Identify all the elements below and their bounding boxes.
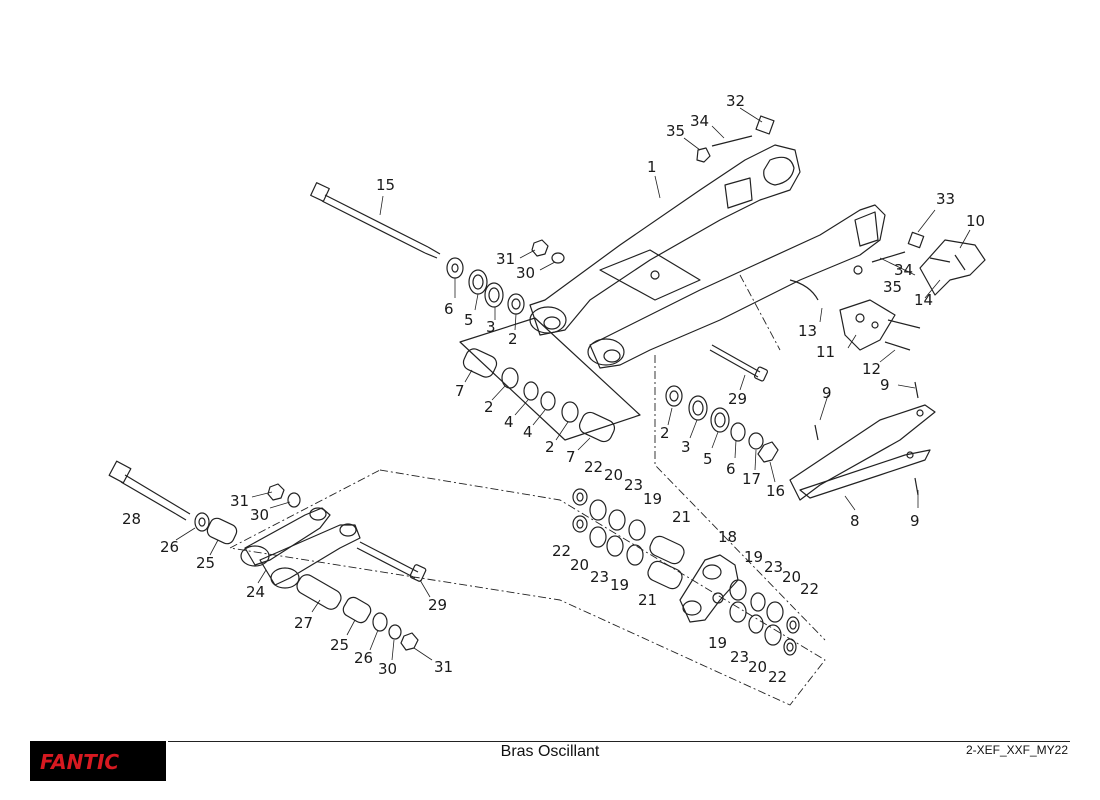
callout-labels: 32 34 35 1 15 33 10 34 35 14 13 11 12 9 … bbox=[122, 92, 985, 686]
swingarm bbox=[529, 144, 886, 369]
callout-28: 28 bbox=[122, 510, 141, 528]
callout-23-top: 23 bbox=[624, 476, 643, 494]
callout-7-left: 7 bbox=[455, 382, 465, 400]
callout-32: 32 bbox=[726, 92, 745, 110]
chain-guide bbox=[839, 231, 986, 351]
callout-22-bottom: 22 bbox=[768, 668, 787, 686]
callout-2-upper: 2 bbox=[508, 330, 518, 348]
adjuster-parts-top bbox=[696, 115, 775, 163]
callout-19-left: 19 bbox=[610, 576, 629, 594]
linkage-arm bbox=[240, 507, 361, 589]
callout-35-right: 35 bbox=[883, 278, 902, 296]
callout-29-lower: 29 bbox=[428, 596, 447, 614]
callout-16: 16 bbox=[766, 482, 785, 500]
callout-19-top: 19 bbox=[643, 490, 662, 508]
callout-10: 10 bbox=[966, 212, 985, 230]
callout-30-lower-left: 30 bbox=[250, 506, 269, 524]
callout-20-bottom: 20 bbox=[748, 658, 767, 676]
callout-30-upper: 30 bbox=[516, 264, 535, 282]
callout-6-left: 6 bbox=[444, 300, 454, 318]
callout-7-right: 7 bbox=[566, 448, 576, 466]
callout-8: 8 bbox=[850, 512, 860, 530]
bolt-29-upper bbox=[709, 344, 769, 382]
callout-13: 13 bbox=[798, 322, 817, 340]
callout-3-left: 3 bbox=[486, 318, 496, 336]
callout-33: 33 bbox=[936, 190, 955, 208]
callout-26-left: 26 bbox=[160, 538, 179, 556]
callout-9-mid: 9 bbox=[822, 384, 832, 402]
callout-2-lower: 2 bbox=[545, 438, 555, 456]
document-code: 2-XEF_XXF_MY22 bbox=[965, 743, 1068, 757]
callout-21-bottom: 21 bbox=[638, 591, 657, 609]
callout-23-left: 23 bbox=[590, 568, 609, 586]
callout-20-top: 20 bbox=[604, 466, 623, 484]
callout-23-right: 23 bbox=[764, 558, 783, 576]
callout-20-right: 20 bbox=[782, 568, 801, 586]
callout-4-right: 4 bbox=[523, 423, 533, 441]
callout-19-bottom: 19 bbox=[708, 634, 727, 652]
pivot-bearings-left bbox=[446, 257, 641, 443]
callout-27: 27 bbox=[294, 614, 313, 632]
callout-22-left: 22 bbox=[552, 542, 571, 560]
nut-washer-upper bbox=[531, 239, 565, 264]
swingarm-drawing: 32 34 35 1 15 33 10 34 35 14 13 11 12 9 … bbox=[108, 92, 986, 706]
callout-18: 18 bbox=[718, 528, 737, 546]
callout-35-top: 35 bbox=[666, 122, 685, 140]
callout-14: 14 bbox=[914, 291, 933, 309]
callout-20-left: 20 bbox=[570, 556, 589, 574]
rod-bearings bbox=[572, 488, 800, 656]
callout-25-left: 25 bbox=[196, 554, 215, 572]
pivot-shaft bbox=[310, 182, 441, 259]
pivot-bearings-right bbox=[665, 385, 779, 463]
footer-divider bbox=[168, 741, 1070, 742]
callout-6-right: 6 bbox=[726, 460, 736, 478]
callout-2-right: 2 bbox=[660, 424, 670, 442]
callout-3-right: 3 bbox=[681, 438, 691, 456]
callout-23-bottom: 23 bbox=[730, 648, 749, 666]
callout-34-top: 34 bbox=[690, 112, 709, 130]
callout-24: 24 bbox=[246, 583, 265, 601]
callout-21-top: 21 bbox=[672, 508, 691, 526]
callout-31-lower-right: 31 bbox=[434, 658, 453, 676]
callout-31-lower-left: 31 bbox=[230, 492, 249, 510]
page-title: Bras Oscillant bbox=[500, 743, 600, 760]
footer: FANTIC Bras Oscillant 2-XEF_XXF_MY22 bbox=[0, 735, 1100, 800]
callout-1: 1 bbox=[647, 158, 657, 176]
callout-26-right: 26 bbox=[354, 649, 373, 667]
exploded-parts-diagram: 32 34 35 1 15 33 10 34 35 14 13 11 12 9 … bbox=[108, 92, 986, 706]
connecting-rod bbox=[647, 535, 739, 623]
callout-12: 12 bbox=[862, 360, 881, 378]
chain-slider bbox=[789, 381, 936, 501]
callout-2-mid: 2 bbox=[484, 398, 494, 416]
bolt-29-lower bbox=[356, 541, 427, 582]
callout-4-left: 4 bbox=[504, 413, 514, 431]
callout-34-right: 34 bbox=[894, 261, 913, 279]
callout-25-right: 25 bbox=[330, 636, 349, 654]
bolt-28 bbox=[108, 460, 191, 521]
callout-11: 11 bbox=[816, 343, 835, 361]
callout-29-upper: 29 bbox=[728, 390, 747, 408]
brand-logo: FANTIC bbox=[30, 741, 166, 781]
callout-5-left: 5 bbox=[464, 311, 474, 329]
callout-5-right: 5 bbox=[703, 450, 713, 468]
callout-30-lower-right: 30 bbox=[378, 660, 397, 678]
callout-19-right: 19 bbox=[744, 548, 763, 566]
leader-lines bbox=[175, 107, 971, 661]
callout-9-right: 9 bbox=[880, 376, 890, 394]
callout-22-right: 22 bbox=[800, 580, 819, 598]
group-outlines bbox=[229, 274, 826, 706]
callout-9-bottom: 9 bbox=[910, 512, 920, 530]
callout-15: 15 bbox=[376, 176, 395, 194]
callout-22-top: 22 bbox=[584, 458, 603, 476]
brand-logo-text: FANTIC bbox=[40, 750, 119, 774]
callout-17: 17 bbox=[742, 470, 761, 488]
callout-31-upper: 31 bbox=[496, 250, 515, 268]
